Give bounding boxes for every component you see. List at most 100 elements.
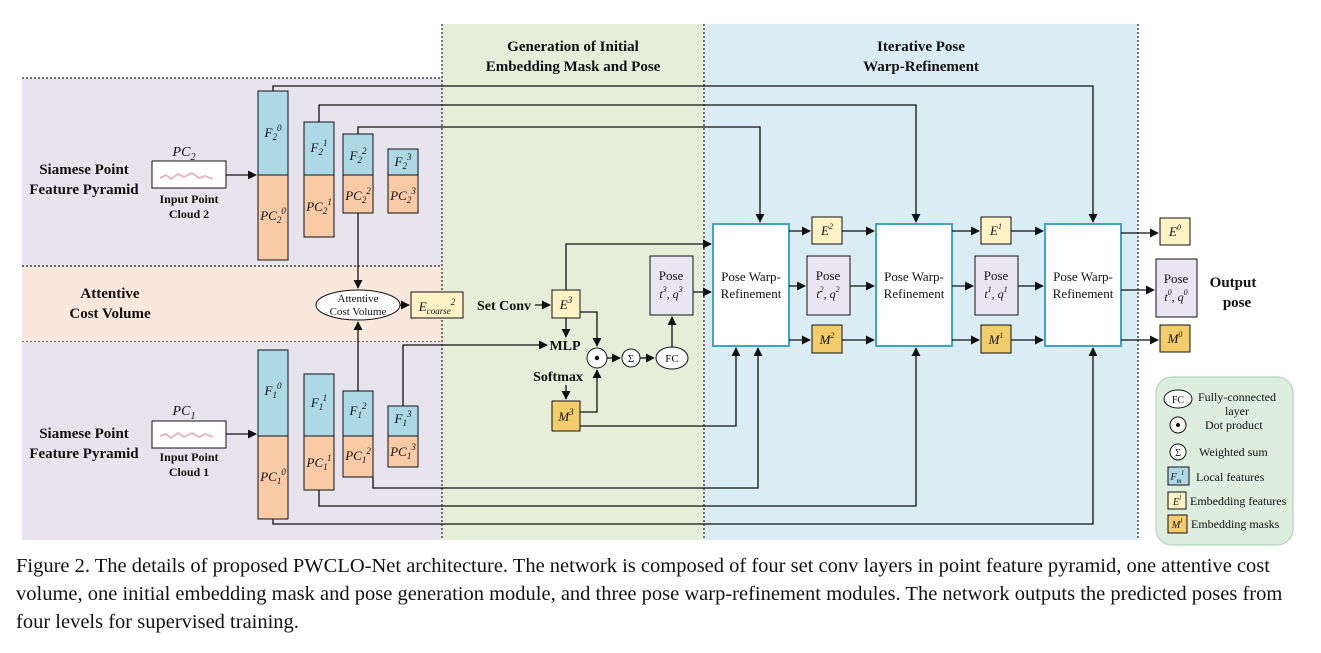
- set-conv-label: Set Conv: [477, 299, 531, 314]
- svg-text:Pose Warp-: Pose Warp-: [721, 269, 781, 284]
- svg-text:Σ: Σ: [628, 353, 634, 365]
- siamese-bottom-label-1: Siamese Point: [39, 426, 129, 442]
- svg-text:E2: E2: [820, 222, 833, 238]
- legend-sigma-icon: Σ: [1169, 443, 1187, 461]
- architecture-diagram: Generation of Initial Embedding Mask and…: [22, 24, 1294, 546]
- siamese-top-label-2: Feature Pyramid: [29, 182, 139, 198]
- attentive-label-1: Attentive: [80, 286, 139, 302]
- svg-text:PC10: PC10: [259, 467, 286, 486]
- e3-box: E3: [551, 289, 581, 319]
- svg-text:Local features: Local features: [1196, 470, 1265, 484]
- svg-text:Pose: Pose: [984, 268, 1009, 283]
- svg-text:F12: F12: [349, 401, 367, 420]
- svg-text:t3, q3: t3, q3: [659, 285, 682, 301]
- svg-text:PC13: PC13: [389, 442, 416, 461]
- svg-text:F10: F10: [264, 381, 282, 400]
- svg-text:Attentive: Attentive: [338, 293, 379, 305]
- svg-text:Embedding masks: Embedding masks: [1191, 517, 1280, 531]
- pyramid-bottom-level-0: F10 PC10: [257, 349, 289, 520]
- svg-text:PC11: PC11: [306, 453, 332, 472]
- legend-embedding-features-icon: El: [1167, 491, 1187, 510]
- output-pose-label-2: pose: [1223, 295, 1252, 311]
- pose-box-3: Pose t3, q3: [649, 255, 694, 316]
- pc1-caption-1: Input Point: [159, 450, 218, 464]
- svg-text:Fml: Fml: [1169, 469, 1183, 485]
- m2-box: M2: [811, 324, 843, 354]
- svg-text:F13: F13: [394, 409, 412, 428]
- pyramid-bottom-level-2: F12 PC12: [342, 390, 374, 478]
- svg-text:Pose Warp-: Pose Warp-: [1053, 269, 1113, 284]
- legend-local-features-icon: Fml: [1167, 466, 1190, 486]
- svg-text:FC: FC: [1172, 395, 1185, 406]
- fc-node: FC: [655, 346, 689, 370]
- svg-text:Ecoarse2: Ecoarse2: [418, 297, 456, 316]
- refinement-module-2: Pose Warp- Refinement: [875, 223, 953, 347]
- svg-text:Fully-connected: Fully-connected: [1198, 390, 1276, 404]
- svg-text:layer: layer: [1225, 404, 1249, 418]
- figure-caption: Figure 2. The details of proposed PWCLO-…: [16, 555, 1283, 633]
- pyramid-top-level-3: F23 PC23: [387, 148, 419, 214]
- legend-fc-icon: FC: [1163, 389, 1193, 409]
- svg-text:Refinement: Refinement: [884, 286, 945, 301]
- svg-text:M1: M1: [988, 331, 1004, 347]
- svg-text:E0: E0: [1168, 223, 1181, 239]
- svg-text:Embedding features: Embedding features: [1190, 494, 1287, 508]
- svg-text:E1: E1: [989, 222, 1002, 238]
- svg-text:E3: E3: [559, 295, 573, 312]
- svg-text:F11: F11: [310, 393, 327, 412]
- attentive-cost-volume-node: Attentive Cost Volume: [315, 289, 401, 321]
- refinement-module-3: Pose Warp- Refinement: [1044, 223, 1122, 347]
- svg-text:Refinement: Refinement: [721, 286, 782, 301]
- pc2-caption-1: Input Point: [159, 192, 218, 206]
- svg-text:Weighted sum: Weighted sum: [1199, 445, 1268, 459]
- pc2-label: PC2: [172, 145, 196, 163]
- svg-text:Σ: Σ: [1175, 448, 1181, 459]
- svg-text:t0, q0: t0, q0: [1164, 288, 1187, 304]
- mlp-label: MLP: [549, 339, 581, 354]
- svg-text:M3: M3: [557, 407, 574, 424]
- input-point-cloud-1: PC1 Input Point Cloud 1: [151, 404, 227, 479]
- svg-text:PC20: PC20: [259, 206, 286, 225]
- init-title-line1: Generation of Initial: [507, 39, 639, 55]
- legend-dot-icon: [1169, 416, 1187, 434]
- pyramid-bottom-level-1: F11 PC11: [303, 373, 335, 491]
- svg-text:Pose Warp-: Pose Warp-: [884, 269, 944, 284]
- svg-text:PC21: PC21: [305, 197, 332, 216]
- iter-title-line2: Warp-Refinement: [863, 59, 979, 75]
- legend-embedding-masks-icon: Ml: [1167, 514, 1188, 534]
- svg-text:FC: FC: [665, 353, 678, 365]
- svg-text:Ml: Ml: [1171, 517, 1182, 531]
- refinement-module-1: Pose Warp- Refinement: [712, 223, 790, 347]
- svg-text:PC12: PC12: [344, 446, 371, 465]
- svg-text:PC22: PC22: [344, 186, 371, 205]
- svg-text:t1, q1: t1, q1: [984, 285, 1007, 301]
- svg-text:Cost Volume: Cost Volume: [330, 306, 387, 318]
- init-title-line2: Embedding Mask and Pose: [486, 59, 661, 75]
- pc1-caption-2: Cloud 1: [169, 465, 209, 479]
- svg-text:t2, q2: t2, q2: [816, 285, 839, 301]
- svg-text:F21: F21: [310, 138, 328, 157]
- attentive-label-2: Cost Volume: [69, 306, 151, 322]
- dot-product-node: [586, 347, 608, 369]
- e-coarse-box: Ecoarse2: [410, 291, 464, 319]
- m3-box: M3: [551, 400, 581, 432]
- m1-box: M1: [980, 324, 1012, 354]
- pyramid-top-level-2: F22 PC22: [342, 133, 374, 214]
- pose-box-1: Pose t1, q1: [974, 255, 1019, 316]
- output-pose-label-1: Output: [1210, 275, 1257, 291]
- svg-text:PC23: PC23: [389, 186, 416, 205]
- softmax-label: Softmax: [533, 370, 583, 385]
- pc1-label: PC1: [172, 404, 196, 422]
- svg-text:El: El: [1172, 494, 1181, 508]
- legend: FC Fully-connected layer Dot product Σ W…: [1155, 376, 1294, 546]
- svg-text:Pose: Pose: [816, 268, 841, 283]
- siamese-bottom-label-2: Feature Pyramid: [29, 446, 139, 462]
- svg-text:F23: F23: [394, 152, 412, 171]
- pose-box-0: Pose t0, q0: [1155, 258, 1198, 318]
- svg-text:M2: M2: [819, 331, 835, 347]
- e0-box: E0: [1159, 217, 1191, 246]
- e2-box: E2: [811, 216, 843, 245]
- svg-text:F22: F22: [349, 146, 367, 165]
- svg-text:Refinement: Refinement: [1053, 286, 1114, 301]
- pyramid-bottom-level-3: F13 PC13: [387, 405, 419, 468]
